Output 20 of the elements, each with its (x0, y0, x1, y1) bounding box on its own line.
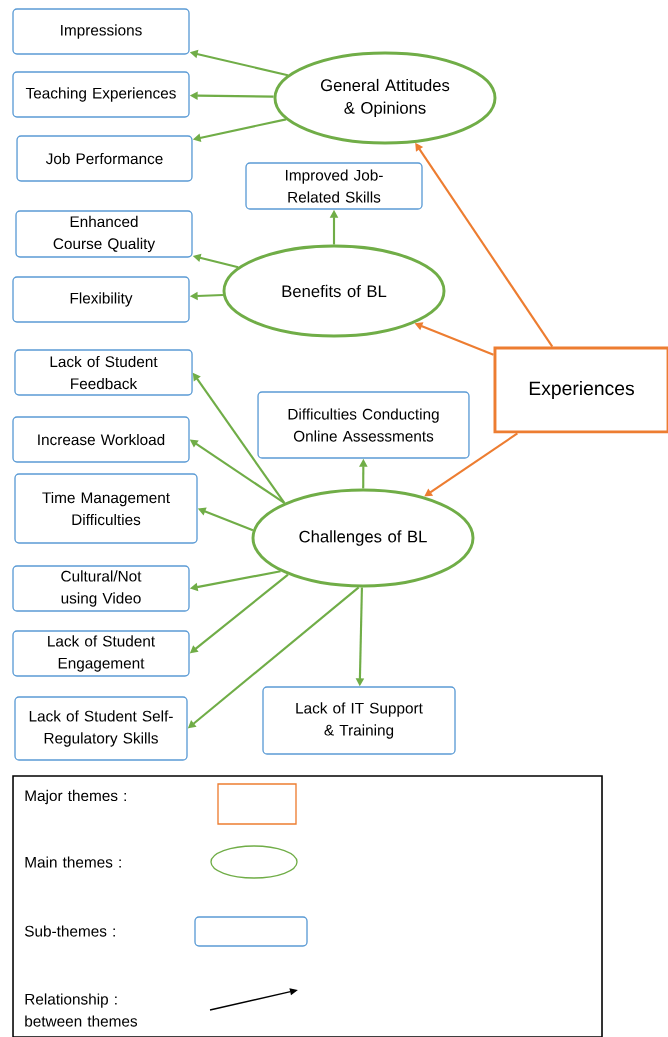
subtheme-box: Lack of IT Support & Training (262, 686, 456, 755)
subtheme-box: Job Performance (16, 135, 193, 182)
subtheme-box: Lack of Student Self- Regulatory Skills (14, 696, 188, 761)
legend-label: Sub-themes : (24, 925, 115, 937)
subtheme-box: Cultural/Not using Video (12, 565, 190, 612)
process-box: Experiences (493, 346, 668, 434)
subtheme-box: Difficulties Conducting Online Assessments (257, 391, 470, 459)
subtheme-box: Enhanced Course Quality (15, 210, 193, 258)
arrow (424, 432, 518, 497)
subtheme-box: Improved Job-Related Skills (245, 162, 423, 210)
subtheme-box: Lack of Student Feedback (14, 349, 193, 396)
legend-label: Main themes : (25, 856, 121, 868)
subtheme-box: Impressions (12, 8, 190, 55)
subtheme-box: Teaching Experiences (12, 71, 190, 118)
legend-label: Relationship : between themes (25, 993, 138, 1027)
legend-label: Major themes : (25, 789, 126, 805)
subtheme-box: Flexibility (12, 276, 190, 323)
subtheme-box: Lack of Student Engagement (12, 630, 190, 677)
subtheme-box: Increase Workload (12, 416, 190, 463)
subtheme-box: Time Management Difficulties (14, 473, 198, 544)
